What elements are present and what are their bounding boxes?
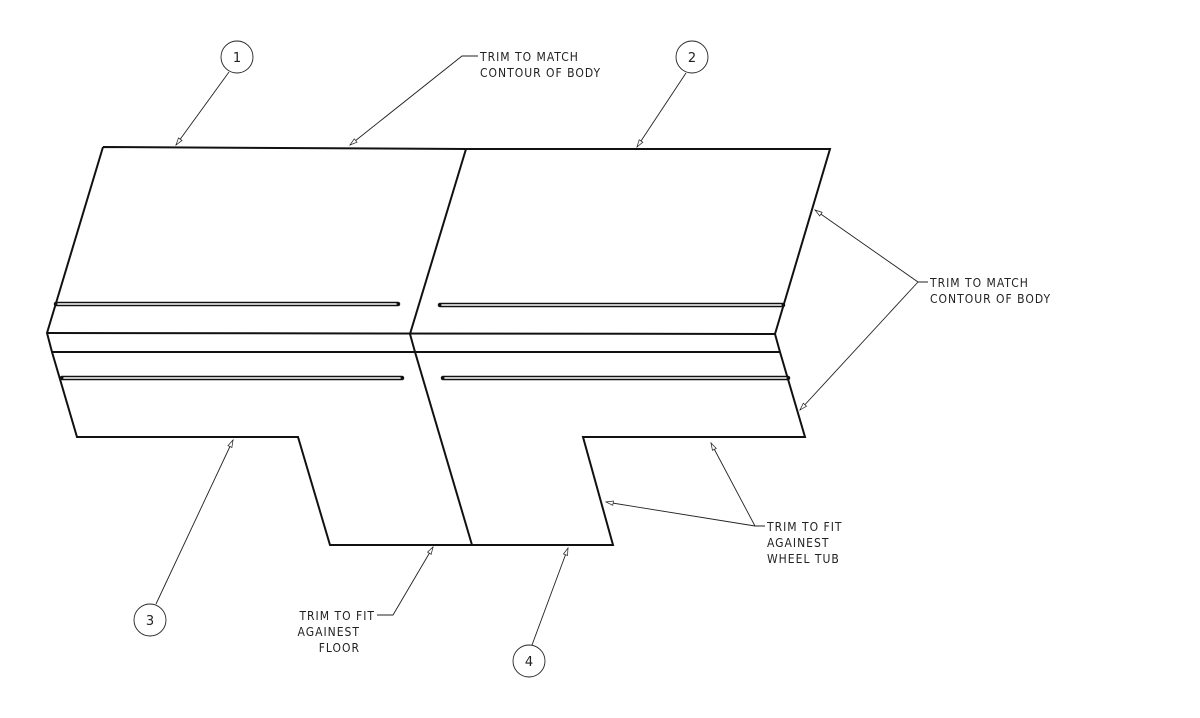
leader-arrow (175, 71, 230, 147)
svg-text:WHEEL TUB: WHEEL TUB (767, 552, 840, 566)
callout-2: 2 (636, 40, 709, 149)
svg-text:CONTOUR OF BODY: CONTOUR OF BODY (930, 292, 1051, 306)
svg-text:FLOOR: FLOOR (319, 641, 360, 655)
panel-outline (45, 146, 832, 546)
note-floor: TRIM TO FIT AGAINEST FLOOR (298, 545, 434, 655)
leader-arrow (636, 72, 687, 149)
note-top-body: TRIM TO MATCH CONTOUR OF BODY (349, 50, 601, 146)
svg-text:TRIM TO MATCH: TRIM TO MATCH (929, 276, 1029, 290)
callout-number: 2 (688, 51, 696, 66)
svg-text:TRIM TO FIT: TRIM TO FIT (298, 609, 375, 623)
callout-1: 1 (175, 40, 254, 147)
svg-text:CONTOUR OF BODY: CONTOUR OF BODY (480, 66, 601, 80)
leader-arrow (155, 438, 234, 605)
panel-seam (408, 148, 473, 546)
note-right-body: TRIM TO MATCH CONTOUR OF BODY (799, 209, 1051, 411)
svg-text:TRIM TO FIT: TRIM TO FIT (766, 520, 843, 534)
callout-number: 1 (233, 51, 241, 66)
leader-arrow (531, 546, 569, 646)
callout-4: 4 (512, 546, 569, 678)
callout-number: 3 (146, 614, 154, 629)
svg-text:TRIM TO MATCH: TRIM TO MATCH (479, 50, 579, 64)
callout-3: 3 (133, 438, 234, 637)
fold-line-upper (46, 332, 776, 335)
note-wheel-tub: TRIM TO FIT AGAINEST WHEEL TUB (604, 441, 843, 566)
grooves (53, 301, 791, 381)
callout-number: 4 (525, 655, 533, 670)
svg-text:AGAINEST: AGAINEST (767, 536, 829, 550)
svg-text:AGAINEST: AGAINEST (298, 625, 360, 639)
